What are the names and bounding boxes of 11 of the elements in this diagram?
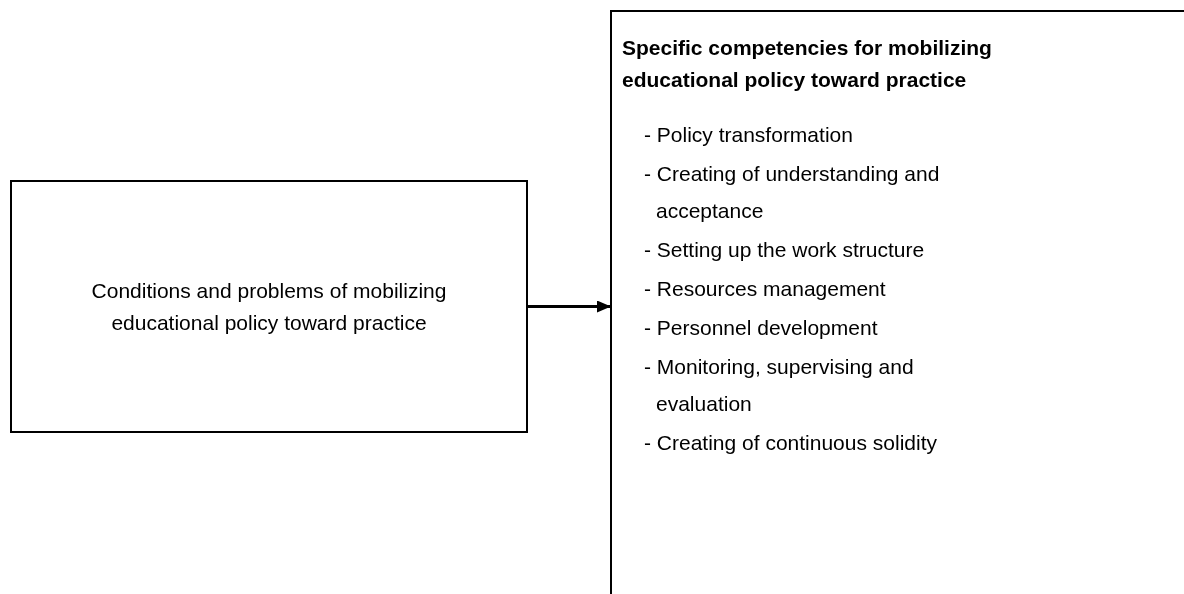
box-text: Conditions and problems of mobilizing educational policy toward practice	[90, 277, 448, 336]
box-heading: Specific competencies for mobilizing educational policy toward practice	[622, 35, 993, 93]
arrow	[528, 300, 611, 313]
list-item: - Monitoring, supervising and evaluation	[644, 354, 915, 417]
list-item: - Personnel development	[644, 315, 879, 341]
list-item: - Setting up the work structure	[644, 237, 926, 263]
list-item: - Creating of understanding and acceptance	[644, 161, 941, 224]
process-box	[10, 180, 528, 433]
list-item: - Resources management	[644, 276, 887, 302]
list-item: - Creating of continuous solidity	[644, 430, 938, 456]
list-item: - Policy transformation	[644, 122, 854, 148]
